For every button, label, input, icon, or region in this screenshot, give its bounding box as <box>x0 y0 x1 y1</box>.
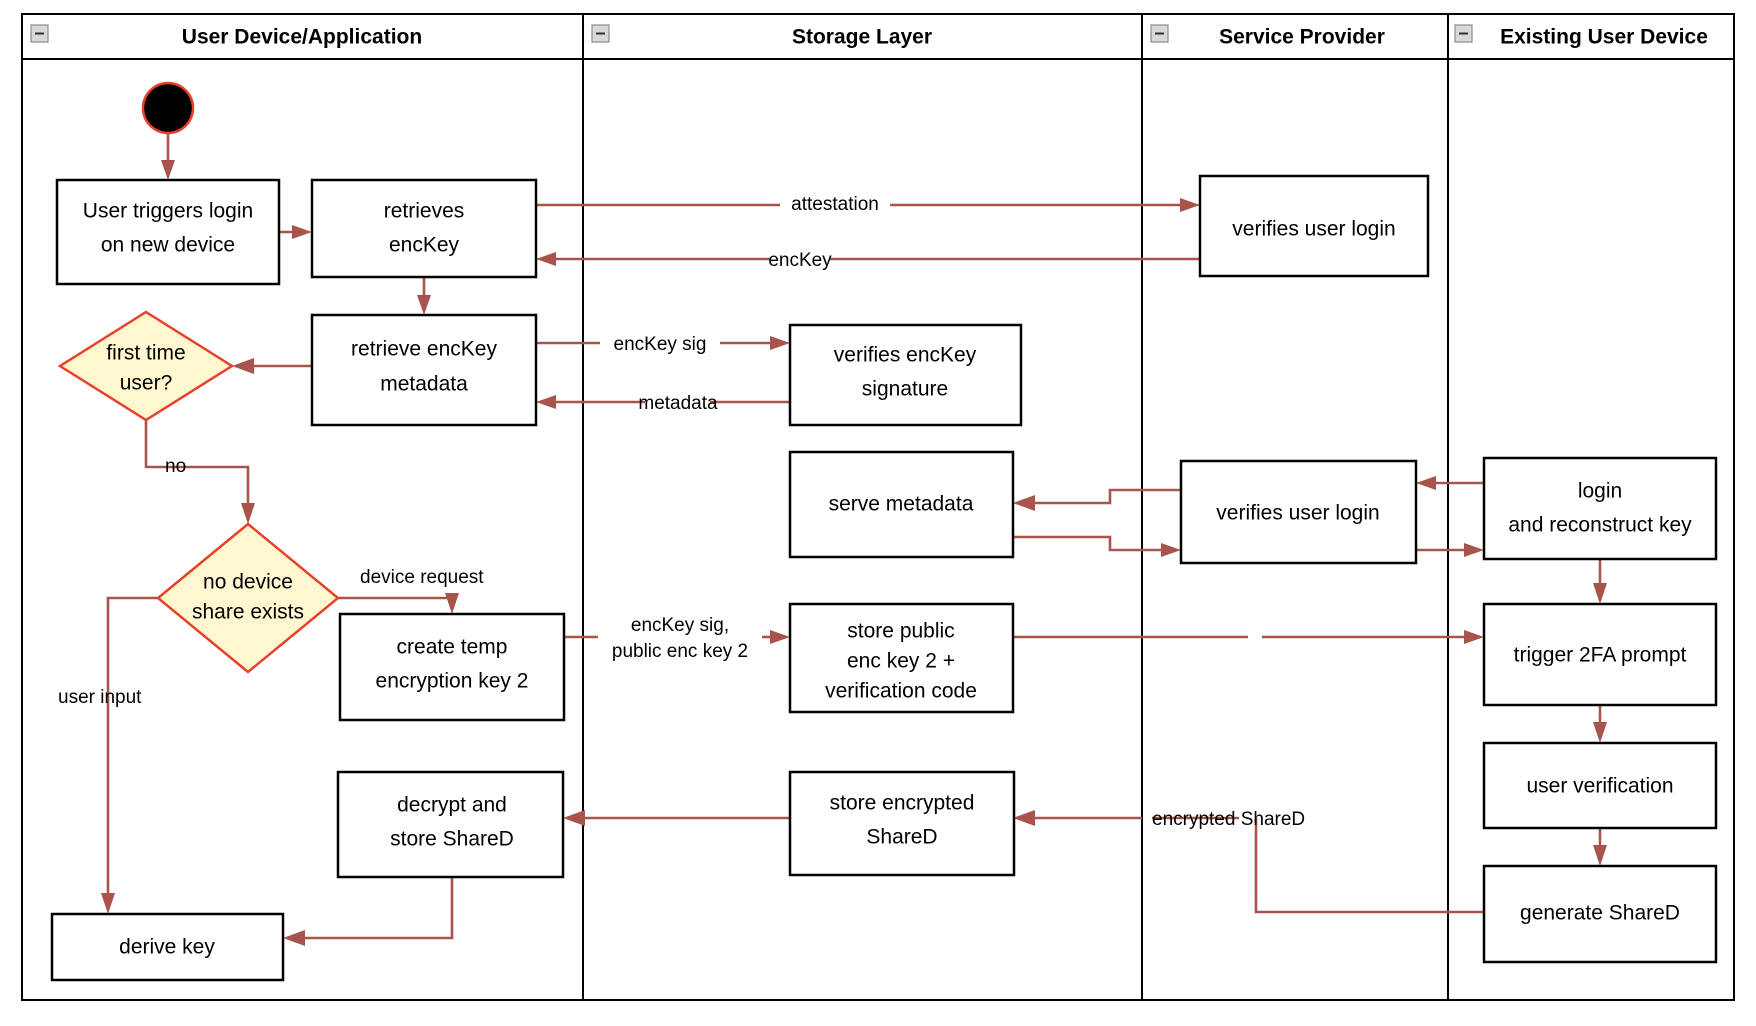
node-label-line: first time <box>106 342 185 365</box>
node-label-line: metadata <box>380 373 468 396</box>
node-create-temp-encryption-key-2[interactable]: create temp encryption key 2 <box>338 612 566 722</box>
node-serve-metadata[interactable]: serve metadata <box>788 450 1015 559</box>
lane-frame <box>21 13 1735 1001</box>
edge-serve-metadata-to-verifies-user-login-2 <box>1013 535 1181 557</box>
lane-header-user-device[interactable]: User Device/Application <box>30 24 422 49</box>
lane-title-existing-device: Existing User Device <box>1500 26 1708 49</box>
edge-label-metadata: metadata <box>638 393 718 414</box>
node-label-line: store ShareD <box>390 828 514 851</box>
node-verifies-user-login-1[interactable]: verifies user login <box>1198 174 1430 278</box>
node-label-line: ShareD <box>866 826 937 849</box>
edge-label-device-request: device request <box>360 567 484 588</box>
edge-attestation: attestation <box>536 194 1200 215</box>
edge-login-reconstruct-to-trigger-2fa <box>1593 559 1607 604</box>
edge-decrypt-to-derive-key <box>283 877 454 946</box>
edge-metadata-return: metadata <box>536 393 790 414</box>
edge-enckey-sig: encKey sig <box>536 334 790 355</box>
edge-label-enckey: encKey <box>768 250 832 271</box>
node-derive-key[interactable]: derive key <box>50 912 285 982</box>
node-label-line: store encrypted <box>830 792 975 815</box>
node-retrieves-enckey[interactable]: retrieves encKey <box>310 178 538 279</box>
node-label-line: login <box>1578 480 1622 503</box>
node-verifies-user-login-2[interactable]: verifies user login <box>1179 459 1418 565</box>
node-label-line: verifies encKey <box>834 344 977 367</box>
node-user-triggers-login[interactable]: User triggers login on new device <box>55 178 281 286</box>
node-login-and-reconstruct-key[interactable]: login and reconstruct key <box>1482 456 1718 561</box>
node-label-line: store public <box>847 620 954 643</box>
edge-device-request: device request <box>338 567 484 614</box>
edge-store-public-to-trigger-2fa <box>1013 630 1484 644</box>
node-label-line: retrieves <box>384 200 465 223</box>
node-label-line: enc key 2 + <box>847 650 955 673</box>
node-label-line: and reconstruct key <box>1508 514 1692 537</box>
node-label-line: retrieve encKey <box>351 338 497 361</box>
edge-label-enckey-sig: encKey sig <box>614 334 707 355</box>
node-user-verification[interactable]: user verification <box>1482 741 1718 830</box>
lane-header-existing-device[interactable]: Existing User Device <box>1454 24 1708 49</box>
node-retrieve-enckey-metadata[interactable]: retrieve encKey metadata <box>310 313 538 427</box>
node-label-line: signature <box>862 378 948 401</box>
node-label-line: share exists <box>192 601 304 624</box>
edge-encrypted-shared: encrypted ShareD <box>1013 809 1484 914</box>
edge-metadata-to-first-time-user <box>232 358 312 374</box>
node-label-line: verification code <box>825 680 977 703</box>
node-label-line: encKey <box>389 234 460 257</box>
edge-verifies-user-login-2-to-login-reconstruct <box>1416 543 1484 557</box>
node-label-line: encryption key 2 <box>376 670 529 693</box>
edge-label-enckey-sig-pub-1: encKey sig, <box>631 615 729 636</box>
node-label-line: verifies user login <box>1232 218 1395 241</box>
node-label-line: user verification <box>1526 775 1673 798</box>
node-store-encrypted-shared[interactable]: store encrypted ShareD <box>788 770 1016 877</box>
node-label-line: verifies user login <box>1216 502 1379 525</box>
edge-label-user-input: user input <box>58 687 142 708</box>
edge-user-input: user input <box>58 596 158 914</box>
edge-login-to-verifies-user-login-2 <box>1416 476 1484 490</box>
collapse-minus-icon[interactable] <box>591 24 610 43</box>
edge-verifies-user-login-2-to-serve-metadata <box>1013 488 1181 511</box>
edge-store-encrypted-to-decrypt <box>563 810 790 826</box>
lane-title-service-provider: Service Provider <box>1219 26 1385 49</box>
node-no-device-share-exists[interactable]: no device share exists <box>156 522 340 674</box>
node-generate-shared[interactable]: generate ShareD <box>1482 864 1718 964</box>
edge-label-encrypted-shared: encrypted ShareD <box>1152 809 1305 830</box>
edge-user-triggers-login-to-retrieves-enckey <box>279 225 312 239</box>
node-label-line: trigger 2FA prompt <box>1514 644 1687 667</box>
edge-enckey-sig-public-enc-key-2: encKey sig, public enc key 2 <box>564 615 790 662</box>
node-start[interactable] <box>141 81 195 135</box>
node-label-line: derive key <box>119 936 215 959</box>
node-label-line: decrypt and <box>397 794 507 817</box>
lane-header-storage[interactable]: Storage Layer <box>591 24 932 49</box>
node-store-public-enc-key-2[interactable]: store public enc key 2 + verification co… <box>788 602 1015 714</box>
node-label-line: create temp <box>397 636 508 659</box>
edge-first-time-user-no: no <box>144 420 255 524</box>
collapse-minus-icon[interactable] <box>30 24 49 43</box>
node-label-line: on new device <box>101 234 235 257</box>
lane-title-storage: Storage Layer <box>792 26 932 49</box>
node-label-line: serve metadata <box>829 493 974 516</box>
lane-title-user-device: User Device/Application <box>182 26 422 49</box>
edge-user-verification-to-generate-shared <box>1593 828 1607 866</box>
node-label-line: generate ShareD <box>1520 902 1680 925</box>
collapse-minus-icon[interactable] <box>1454 24 1473 43</box>
node-verifies-enckey-signature[interactable]: verifies encKey signature <box>788 323 1023 427</box>
node-first-time-user[interactable]: first time user? <box>57 310 235 422</box>
node-label-line: no device <box>203 571 293 594</box>
node-label-line: User triggers login <box>83 200 253 223</box>
node-label-line: user? <box>120 372 173 395</box>
edge-label-enckey-sig-pub-2: public enc key 2 <box>612 641 748 662</box>
edge-start-to-user-triggers-login <box>161 130 175 180</box>
node-decrypt-and-store-shared[interactable]: decrypt and store ShareD <box>336 770 565 879</box>
edge-retrieves-to-retrieve-metadata <box>417 277 431 315</box>
edge-label-no: no <box>165 456 186 477</box>
node-trigger-2fa-prompt[interactable]: trigger 2FA prompt <box>1482 602 1718 707</box>
edge-label-attestation: attestation <box>791 194 879 215</box>
edge-trigger-2fa-to-user-verification <box>1593 705 1607 743</box>
lane-header-service-provider[interactable]: Service Provider <box>1150 24 1385 49</box>
collapse-minus-icon[interactable] <box>1150 24 1169 43</box>
edge-enckey-return: encKey <box>536 250 1200 271</box>
